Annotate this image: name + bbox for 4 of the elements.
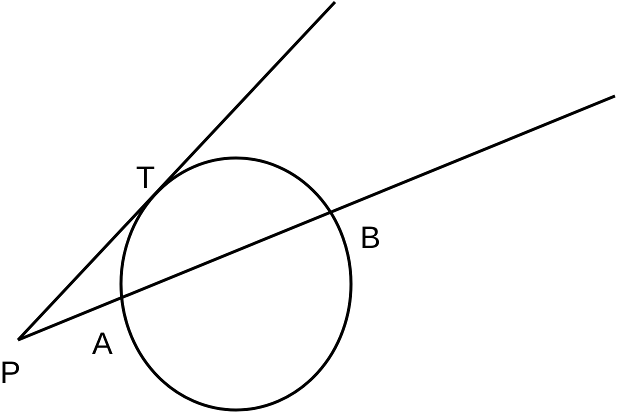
- point-label: T: [136, 162, 155, 193]
- point-label: B: [360, 222, 381, 253]
- point-label: A: [92, 328, 113, 359]
- point-label: P: [0, 357, 21, 388]
